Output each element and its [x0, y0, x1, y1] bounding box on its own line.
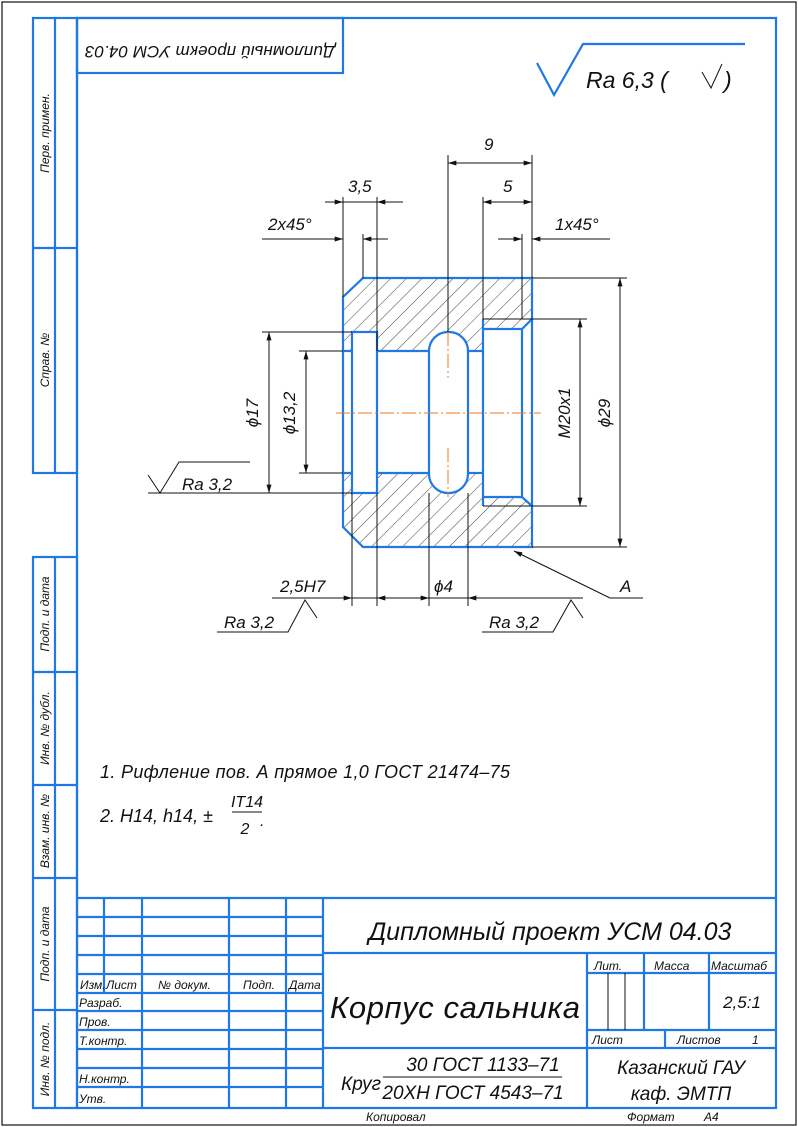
svg-text:1: 1	[752, 1033, 759, 1047]
svg-text:А4: А4	[703, 1110, 719, 1124]
svg-text:1x45°: 1x45°	[555, 215, 599, 234]
strip-label: Инв. № подл.	[38, 1022, 52, 1096]
svg-text:№ докум.: № докум.	[158, 978, 211, 992]
role-label: Разраб.	[79, 996, 122, 1010]
part-section	[336, 276, 541, 549]
strip-label: Инв. № дубл.	[38, 691, 52, 765]
role-label: Утв.	[78, 1092, 106, 1106]
svg-text:ϕ4: ϕ4	[434, 577, 453, 596]
svg-text:Дата: Дата	[287, 978, 321, 992]
svg-text:5: 5	[503, 177, 513, 196]
svg-text:Формат: Формат	[627, 1110, 675, 1124]
svg-text:.: .	[260, 813, 264, 830]
title-block: Изм. Лист № докум. Подп. Дата Разраб. Пр…	[77, 896, 776, 1124]
svg-text:30 ГОСТ 1133–71: 30 ГОСТ 1133–71	[406, 1055, 559, 1076]
roughness-marks: Ra 3,2 Ra 3,2 Ra 3,2	[147, 461, 584, 633]
svg-text:ϕ13,2: ϕ13,2	[280, 391, 299, 434]
svg-text:Лист: Лист	[105, 978, 137, 992]
svg-text:Подп.: Подп.	[243, 978, 275, 992]
strip-label: Справ. №	[38, 333, 52, 388]
svg-text:9: 9	[484, 135, 494, 154]
svg-text:Листов: Листов	[676, 1033, 721, 1047]
svg-text:Ra 6,3 (: Ra 6,3 (	[586, 67, 670, 93]
strip-label: Подп. и дата	[38, 906, 52, 981]
svg-text:M20x1: M20x1	[555, 387, 574, 438]
svg-text:3,5: 3,5	[348, 177, 372, 196]
svg-text:Изм.: Изм.	[80, 978, 106, 992]
svg-text:): )	[721, 67, 732, 93]
svg-text:2: 2	[240, 821, 250, 838]
svg-text:ϕ17: ϕ17	[243, 398, 262, 427]
svg-text:Лист: Лист	[591, 1033, 623, 1047]
note-2: 2. H14, h14, ±	[99, 806, 213, 826]
dimensions: 9 5 3,5 2x45° 1x45° ϕ29 M20x1	[148, 135, 643, 606]
role-label: Пров.	[79, 1015, 111, 1029]
svg-text:2x45°: 2x45°	[267, 215, 312, 234]
svg-text:IT14: IT14	[231, 794, 263, 811]
role-label: Н.контр.	[79, 1072, 130, 1086]
svg-text:Казанский ГАУ: Казанский ГАУ	[617, 1058, 747, 1079]
svg-text:2,5H7: 2,5H7	[279, 577, 326, 596]
svg-text:Круг: Круг	[341, 1074, 381, 1095]
svg-text:Ra 3,2: Ra 3,2	[489, 613, 540, 632]
svg-text:Ra 3,2: Ra 3,2	[224, 613, 275, 632]
rotated-designation: Дипломный проект УСМ 04.03	[84, 42, 337, 61]
general-roughness: Ra 6,3 ( )	[536, 42, 745, 98]
svg-text:Масштаб: Масштаб	[711, 959, 768, 973]
strip-label: Взам. инв. №	[38, 794, 52, 868]
part-name: Корпус сальника	[330, 990, 580, 1025]
designation: Дипломный проект УСМ 04.03	[366, 918, 732, 946]
note-1: 1. Рифление пов. А прямое 1,0 ГОСТ 21474…	[100, 762, 511, 782]
scale-value: 2,5:1	[722, 993, 761, 1012]
svg-text:A: A	[619, 577, 631, 596]
side-strip: Перв. примен. Справ. № Подп. и дата Инв.…	[31, 16, 79, 1110]
svg-text:ϕ29: ϕ29	[595, 398, 614, 427]
svg-text:Ra 3,2: Ra 3,2	[182, 475, 233, 494]
svg-text:Копировал: Копировал	[366, 1110, 426, 1124]
svg-text:Масса: Масса	[654, 959, 690, 973]
svg-text:20ХН ГОСТ 4543–71: 20ХН ГОСТ 4543–71	[381, 1083, 563, 1104]
strip-label: Перв. примен.	[38, 93, 52, 173]
rotated-designation-box: Дипломный проект УСМ 04.03	[75, 16, 345, 75]
strip-label: Подп. и дата	[38, 576, 52, 651]
role-label: Т.контр.	[79, 1034, 127, 1048]
technical-notes: 1. Рифление пов. А прямое 1,0 ГОСТ 21474…	[99, 762, 511, 838]
svg-text:каф. ЭМТП: каф. ЭМТП	[631, 1084, 732, 1105]
svg-text:Лит.: Лит.	[593, 959, 622, 973]
